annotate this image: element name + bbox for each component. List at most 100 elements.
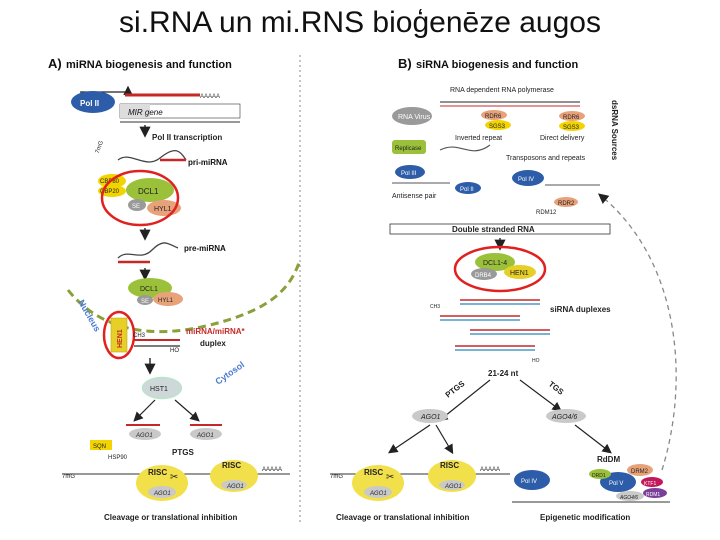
ago1-b-protein [412,409,448,423]
scissors-icon: ✂ [170,472,178,483]
slide-title: si.RNA un mi.RNS bioģenēze augos [119,6,601,39]
risc-b1-label: RISC [364,468,383,477]
ch3-label: CH3 [133,333,146,339]
pol2-label: Pol II [80,99,99,108]
drb4-label: DRB4 [475,273,492,279]
polya-label: AAAAA [200,94,220,100]
transposons-label: Transposons and repeats [506,155,586,162]
pri-mirna-label: pri-miRNA [188,158,228,167]
sqn-protein [90,440,112,450]
rdm12-label: RDM12 [536,210,557,216]
ago1c-b-protein [439,480,465,490]
antisense-label: Antisense pair [392,193,437,200]
panel-a-heading: miRNA biogenesis and function [66,59,232,71]
seb-protein [137,295,153,305]
dcl1b-label: DCL1 [140,286,158,293]
panel-b-heading: siRNA biogenesis and function [416,59,578,71]
ho-label: HO [170,348,179,354]
pol2-protein [71,91,115,113]
pol4b-protein [514,470,550,490]
arrow-rddm [574,424,612,454]
replicase-box [392,140,426,154]
drm2-protein [627,464,653,476]
dcl14-label: DCL1-4 [483,260,507,267]
arrow-ago-left [133,399,156,422]
pol2-transcription-label: Pol II transcription [152,133,222,142]
rna-virus [392,107,432,125]
arrow-risc-b1 [388,424,431,454]
hst1-label: HST1 [150,386,168,393]
ptgs-label-b: PTGS [444,379,467,400]
pol5-protein [600,472,636,492]
hen1-protein [110,317,128,353]
hst1-protein [141,376,183,400]
dcl1-protein [126,178,174,202]
risc1-label: RISC [148,468,167,477]
dsrna-bar [389,223,611,235]
sirna-duplexes-label: siRNA duplexes [550,305,611,314]
panel-a: A) miRNA biogenesis and function AAAAA P… [48,56,302,522]
drm2-label: DRM2 [631,469,649,475]
ch3-b-label: CH3 [430,304,440,310]
ago1b-protein [190,428,222,440]
se-label: SE [132,204,140,210]
hyl1b-protein [153,292,183,306]
mg-label-a: 7mG [62,474,75,480]
sgs3b-label: SGS3 [563,125,580,131]
rdr6b-label: RDR6 [563,115,580,121]
sgs3-protein [485,120,511,130]
feedback-arrow [597,193,677,471]
dsrna-sources-label: dsRNA Sources [610,100,619,161]
highlight-circle-b [453,245,547,293]
panel-a-letter: A) [48,56,62,71]
nuclear-membrane [66,259,302,334]
ago46-protein [546,409,586,423]
pol4b-label: Pol IV [521,479,537,485]
tgs-label: TGS [547,379,566,397]
ago46b-label: AGO4/6 [619,495,638,501]
hen1b-label: HEN1 [510,270,529,277]
rna-virus-label: RNA Virus [398,114,431,121]
risc2-label: RISC [222,461,241,470]
ktf1-label: KTF1 [644,481,656,487]
dcl1-label: DCL1 [138,187,159,196]
highlight-circle-a2 [102,310,136,360]
hyl1b-label: HYL1 [158,298,174,304]
panel-b: B) siRNA biogenesis and function RNA dep… [330,56,677,522]
pri-mirna-strand [117,150,187,163]
direct-delivery-label: Direct delivery [540,135,585,142]
cytosol-label: Cytosol [213,360,246,387]
rddm-label: RdDM [597,455,620,464]
cap-label: 7mG [95,140,105,155]
pre-mirna-strand [117,242,179,259]
nt-label: 21-24 nt [488,369,519,378]
arrow-ago-right [174,399,200,422]
rdr2-protein [554,197,578,207]
rdm1-label: RDM1 [646,492,660,498]
ago1b-b-label: AGO1 [369,491,387,497]
sgs3-label: SGS3 [489,124,506,130]
rdr6-protein [481,110,507,120]
ago46b-protein [616,491,644,501]
caption-b1: Cleavage or translational inhibition [336,513,469,522]
ho-b-label: HO [532,358,540,364]
pol4-label: Pol IV [518,177,534,183]
rdrp-label: RNA dependent RNA polymerase [450,87,554,94]
ktf1-protein [641,477,663,487]
inverted-repeat-label: Inverted repeat [455,135,502,142]
polya2-label: AAAAA [262,467,282,473]
caption-a: Cleavage or translational inhibition [104,513,237,522]
rdr6-label: RDR6 [485,114,502,120]
se-protein [128,199,146,211]
hsp90-label: HSP90 [108,455,128,461]
duplex-line2: duplex [200,339,226,348]
cbp20-label: CBP20 [100,189,120,195]
drd1-label: DRD1 [592,473,606,479]
ago1a-protein [129,428,161,440]
caption-b2: Epigenetic modification [540,513,630,522]
rdm1-protein [643,488,667,498]
dsrna-label: Double stranded RNA [452,225,535,234]
mg-b-label: 7mG [330,474,343,480]
pol3-label: Pol III [401,171,417,177]
